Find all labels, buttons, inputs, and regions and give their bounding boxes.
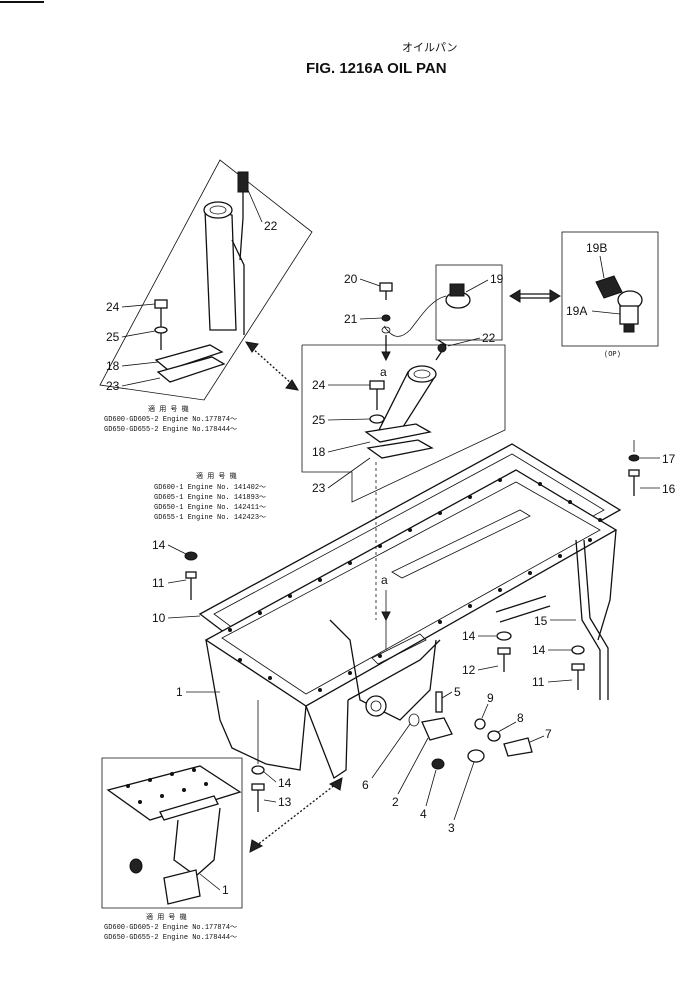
part-label-4: 4 (420, 807, 427, 821)
part-label-22-upper: 22 (264, 219, 278, 233)
note-upper-heading: 適 用 号 機 (148, 404, 189, 414)
note-upper-line2: GD650·GD655-2 Engine No.178444～ (104, 426, 237, 434)
part-label-17: 17 (662, 452, 676, 466)
inset-upper-left (99, 159, 313, 401)
part-label-15: 15 (534, 614, 548, 628)
part-label-14-lower: 14 (278, 776, 292, 790)
part-label-20: 20 (344, 272, 358, 286)
hatched-arrow-upper (245, 341, 299, 391)
part-label-25-upper: 25 (106, 330, 120, 344)
fasteners (184, 440, 640, 812)
note-lower-line1: GD600·GD605-2 Engine No.177874～ (104, 924, 237, 932)
part-label-9: 9 (487, 691, 494, 705)
note-middle-line1: GD600-1 Engine No. 141402～ (154, 484, 266, 492)
part-label-1-inset: 1 (222, 883, 229, 897)
part-label-19: 19 (490, 272, 504, 286)
part-label-24-upper: 24 (106, 300, 120, 314)
part-label-14-center: 14 (462, 629, 476, 643)
part-label-14-right: 14 (532, 643, 546, 657)
part-label-2: 2 (392, 795, 399, 809)
part-label-7: 7 (545, 727, 552, 741)
part-label-12: 12 (462, 663, 476, 677)
note-middle-heading: 適 用 号 機 (196, 471, 237, 481)
part-label-13: 13 (278, 795, 292, 809)
note-upper-line1: GD600·GD605-2 Engine No.177874～ (104, 416, 237, 424)
part-label-16: 16 (662, 482, 676, 496)
part-label-5: 5 (454, 685, 461, 699)
part-label-11-left: 11 (152, 576, 165, 590)
note-middle-line2: GD605-1 Engine No. 141893～ (154, 494, 266, 502)
part-label-18-upper: 18 (106, 359, 120, 373)
part-label-23-center: 23 (312, 481, 326, 495)
hatched-arrow-lower (249, 777, 343, 853)
label-a-main: a (381, 573, 388, 587)
inset-center-filler (301, 264, 506, 503)
page-title: FIG. 1216A OIL PAN (306, 60, 447, 77)
title-japanese: オイルパン (402, 41, 458, 54)
double-arrow-option (509, 289, 561, 303)
part-label-8: 8 (517, 711, 524, 725)
oil-pan-main (198, 443, 622, 779)
part-label-10: 10 (152, 611, 166, 625)
note-middle-line3: GD650-1 Engine No. 142411～ (154, 504, 266, 512)
note-lower-line2: GD650·GD655-2 Engine No.178444～ (104, 934, 237, 942)
note-middle-line4: GD655-1 Engine No. 142423～ (154, 514, 266, 522)
part-label-19A: 19A (566, 304, 587, 318)
option-label: (OP) (604, 351, 621, 359)
part-label-19B: 19B (586, 241, 607, 255)
part-label-14-left: 14 (152, 538, 166, 552)
part-label-3: 3 (448, 821, 455, 835)
part-label-6: 6 (362, 778, 369, 792)
part-label-22-center: 22 (482, 331, 496, 345)
label-a-center: a (380, 365, 387, 379)
inset-lower-left (101, 757, 243, 909)
part-label-11-right: 11 (532, 675, 545, 689)
part-label-18-center: 18 (312, 445, 326, 459)
part-label-24-center: 24 (312, 378, 326, 392)
note-lower-heading: 適 用 号 機 (146, 912, 187, 922)
part-label-23-upper: 23 (106, 379, 120, 393)
part-label-1: 1 (176, 685, 183, 699)
flange-holes (228, 478, 602, 692)
part-label-21: 21 (344, 312, 358, 326)
part-label-25-center: 25 (312, 413, 326, 427)
inset-option (561, 231, 659, 347)
